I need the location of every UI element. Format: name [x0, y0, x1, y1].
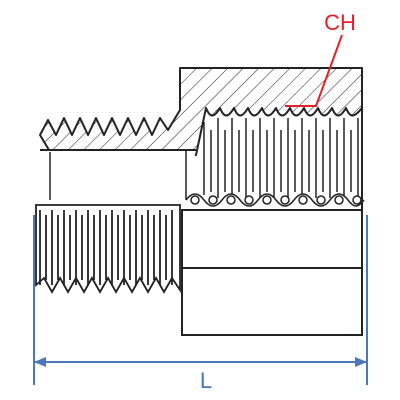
hex-section-hatch: [39, 67, 363, 156]
dim-arrow-left-icon: [34, 357, 46, 367]
ch-callout-leader: [285, 34, 343, 107]
dimension-label: L: [200, 368, 212, 393]
ch-callout-label: CH: [324, 10, 356, 35]
female-thread-crests: [185, 193, 365, 207]
female-thread-upper: [203, 118, 359, 198]
hex-body-lower: [181, 209, 363, 336]
male-bore: [36, 150, 196, 200]
male-thread-lower: [35, 204, 181, 294]
dim-arrow-right-icon: [355, 357, 367, 367]
